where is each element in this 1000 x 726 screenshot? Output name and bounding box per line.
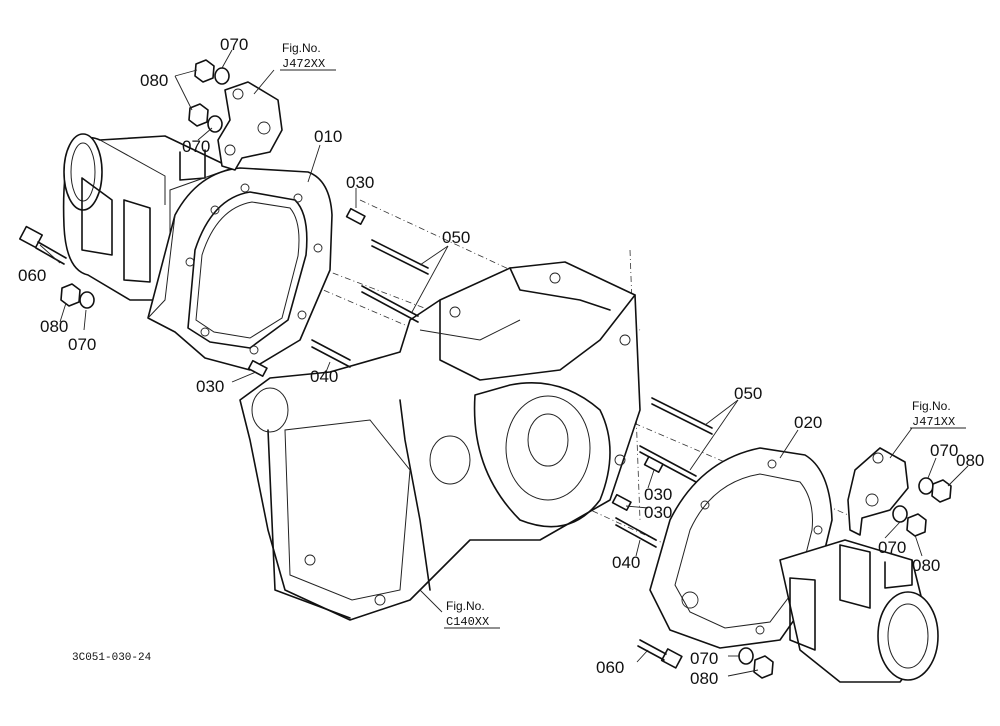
callout-060: 060	[18, 266, 46, 285]
fig-ref-code: J472XX	[282, 57, 325, 71]
callout-080: 080	[912, 556, 940, 575]
callout-030: 030	[644, 485, 672, 504]
callout-070: 070	[690, 649, 718, 668]
center-case	[239, 261, 641, 621]
fig-ref-code: C140XX	[446, 615, 489, 629]
callout-030: 030	[196, 377, 224, 396]
callout-040: 040	[310, 367, 338, 386]
callout-030: 030	[346, 173, 374, 192]
leader-lines	[39, 49, 969, 677]
callout-050: 050	[734, 384, 762, 403]
callout-080: 080	[956, 451, 984, 470]
fig-ref-code: J471XX	[912, 415, 955, 429]
callout-070: 070	[930, 441, 958, 460]
studs-040	[311, 339, 657, 548]
callout-060: 060	[596, 658, 624, 677]
callout-080: 080	[140, 71, 168, 90]
fig-no-label: Fig.No.	[282, 41, 321, 55]
callout-050: 050	[442, 228, 470, 247]
callout-080: 080	[690, 669, 718, 688]
callout-020: 020	[794, 413, 822, 432]
callout-010: 010	[314, 127, 342, 146]
callout-070: 070	[68, 335, 96, 354]
figure-ref-j472: Fig.No. J472XX	[280, 41, 336, 71]
figure-ref-j471: Fig.No. J471XX	[910, 399, 966, 429]
callout-labels: 070 080 070 010 030 050 060 080 070 030 …	[18, 35, 984, 688]
part-020-flange	[649, 447, 833, 649]
drawing-code: 3C051-030-24	[72, 652, 152, 664]
bolts-060	[18, 225, 683, 669]
callout-070: 070	[220, 35, 248, 54]
fig-no-label: Fig.No.	[912, 399, 951, 413]
callout-030: 030	[644, 503, 672, 522]
bracket-top-left	[217, 81, 283, 171]
callout-070: 070	[878, 538, 906, 557]
callout-070: 070	[182, 137, 210, 156]
fig-no-label: Fig.No.	[446, 599, 485, 613]
right-axle-housing	[779, 539, 939, 683]
part-010-flange	[147, 167, 333, 371]
figure-ref-c140: Fig.No. C140XX	[444, 599, 500, 629]
callout-040: 040	[612, 553, 640, 572]
callout-080: 080	[40, 317, 68, 336]
